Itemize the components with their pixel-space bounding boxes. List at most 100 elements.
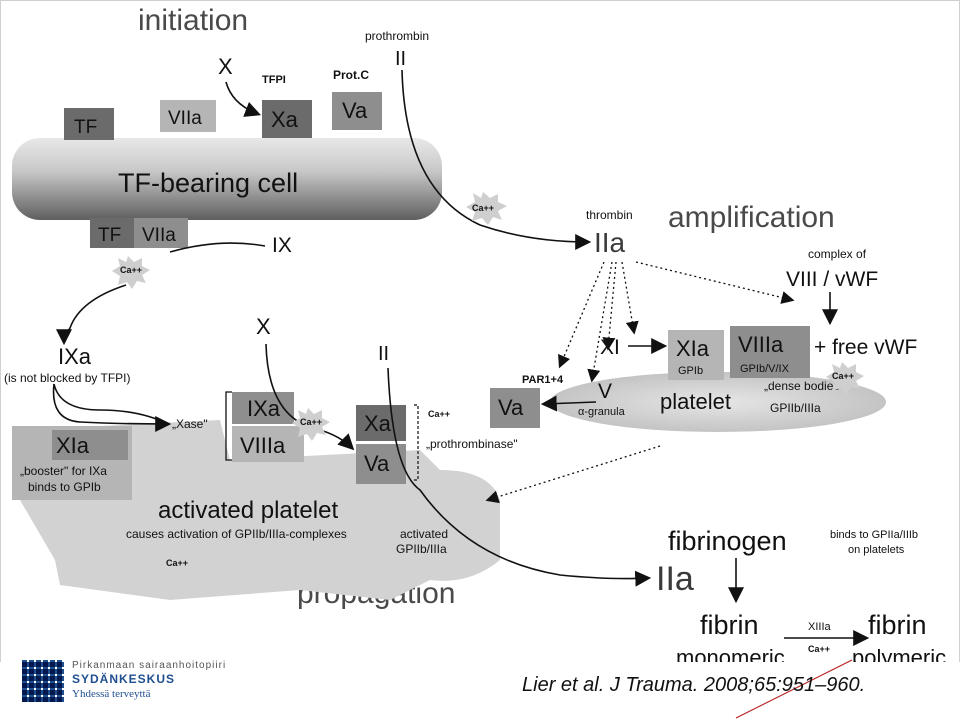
tfpi-label: TFPI [262, 74, 286, 86]
box-xa-prothrombinase-label: Xa [364, 411, 392, 436]
arrow-ii-to-iia [401, 69, 592, 250]
ca-burst-tenase: Ca++ [292, 408, 330, 441]
thrombin-label: thrombin [586, 208, 633, 222]
viii-vwf-label: VIII / vWF [786, 268, 878, 291]
xi-label: XI [600, 336, 620, 359]
box-tf-top-label: TF [74, 117, 97, 138]
box-xa-top [262, 100, 312, 138]
binds-2-label: on platelets [848, 544, 905, 556]
logo-grid-icon [22, 660, 64, 702]
v-label: V [598, 380, 612, 403]
ca-activated-platelet: Ca++ [166, 558, 188, 568]
factor-ix-label: IX [272, 234, 292, 257]
box-xia-left-label: XIa [56, 433, 90, 458]
prothrombinase-label: „prothrombinase" [426, 437, 518, 451]
box-va-amplification-label: Va [498, 395, 524, 420]
x-propagation-label: X [256, 314, 271, 339]
dotted-iia-to-vwf [635, 261, 795, 304]
box-tf-bottom [90, 218, 134, 248]
svg-text:Ca++: Ca++ [832, 371, 854, 381]
org-line-2: SYDÄNKESKUS [72, 672, 176, 686]
arrow-viia-to-ixa [56, 284, 127, 346]
org-line-3: Yhdessä terveyttä [72, 688, 151, 700]
box-xia-amplification [668, 330, 724, 380]
fibrinogen-label: fibrinogen [668, 526, 787, 556]
complex-of-label: complex of [808, 247, 867, 261]
tenase-bracket [225, 391, 232, 461]
box-viiia-tenase-label: VIIIa [240, 433, 286, 458]
phase-initiation: initiation [138, 4, 248, 37]
ca-burst-cell: Ca++ [112, 256, 150, 289]
free-vwf-label: + free vWF [814, 336, 917, 359]
box-tf-bottom-label: TF [98, 225, 121, 246]
box-xia-amplification-label: XIa [676, 336, 710, 361]
ca-fibrin: Ca++ [808, 644, 830, 654]
svg-text:Ca++: Ca++ [120, 265, 142, 275]
box-viiia-tenase [232, 426, 304, 462]
dense-bodies-label: „dense bodies" [764, 379, 844, 393]
citation: Lier et al. J Trauma. 2008;65:951–960. [522, 674, 866, 696]
dotted-iia-to-v [587, 261, 613, 383]
box-va-top-label: Va [342, 98, 368, 123]
xase-label: „Xase" [172, 417, 208, 431]
arrow-x-to-xa [225, 81, 261, 117]
ii-propagation-label: II [378, 343, 389, 365]
hospital-logo: Pirkanmaan sairaanhoitopiiri SYDÄNKESKUS… [22, 660, 225, 710]
alpha-granula-label: α-granula [578, 406, 626, 418]
prothrombin-ii-label: II [395, 48, 406, 70]
dotted-platelet-to-activated [485, 445, 661, 504]
svg-text:Ca++: Ca++ [472, 203, 494, 213]
activated-gp-2: GPIIb/IIIa [396, 542, 447, 556]
dotted-iia-to-par [558, 261, 605, 369]
activated-platelet-label: activated platelet [158, 497, 338, 524]
gpib-label: GPIb [678, 365, 703, 377]
ca-burst-prothrombin: Ca++ [466, 192, 507, 225]
box-xa-prothrombinase [356, 405, 406, 441]
arrow-ii-to-iia-propagation [387, 367, 652, 587]
iia-fibrin: IIa [656, 560, 694, 598]
box-va-prothrombinase-label: Va [364, 451, 390, 476]
par-label: PAR1+4 [522, 374, 564, 386]
box-xa-top-label: Xa [271, 107, 299, 132]
prot-c-label: Prot.C [333, 68, 369, 82]
xiiia-label: XIIIa [808, 621, 832, 633]
platelet-label: platelet [660, 389, 731, 414]
binds-1-label: binds to GPIIa/IIIb [830, 529, 918, 541]
box-va-top [332, 92, 382, 130]
org-line-1: Pirkanmaan sairaanhoitopiiri [72, 660, 227, 671]
arrow-v-to-va [540, 395, 597, 412]
factor-x-top: X [218, 54, 233, 79]
box-xia-left-inner [52, 430, 128, 460]
svg-text:Ca++: Ca++ [300, 417, 322, 427]
ca-prothrombinase: Ca++ [428, 409, 450, 419]
ixa-note: (is not blocked by TFPI) [4, 371, 131, 385]
box-viia-top [160, 100, 216, 132]
iia-amplification: IIa [594, 227, 626, 258]
dotted-iia-to-xi [621, 261, 639, 335]
box-ixa-tenase-label: IXa [247, 396, 281, 421]
platelet-ellipse [550, 372, 886, 432]
box-tf-top [64, 108, 114, 140]
gpib-v-ix-label: GPIb/V/IX [740, 363, 790, 375]
prothrombinase-bracket [414, 404, 419, 481]
activated-gp-1: activated [400, 527, 448, 541]
xia-note-1: „booster" for IXa [20, 464, 107, 478]
arrow-ixa-to-xase [52, 383, 172, 432]
box-va-amplification [490, 388, 540, 428]
box-viia-bottom-label: VIIa [142, 225, 176, 246]
box-viiia-amplification-label: VIIIa [738, 332, 784, 357]
arrow-ixa-to-xase-2 [53, 383, 169, 425]
box-viia-bottom [134, 218, 188, 248]
prothrombin-label: prothrombin [365, 29, 429, 43]
fibrin-left-label: fibrin [700, 610, 759, 640]
ca-burst-platelet: Ca++ [826, 362, 864, 395]
dotted-iia-to-xi-2 [602, 261, 617, 351]
phase-amplification: amplification [668, 201, 835, 234]
gpiib-iiia-label: GPIIb/IIIa [770, 401, 821, 415]
ixa-label: IXa [58, 344, 92, 369]
footer-band [0, 662, 960, 721]
tf-bearing-cell-label: TF-bearing cell [118, 168, 298, 198]
xia-note-2: binds to GPIb [28, 480, 101, 494]
